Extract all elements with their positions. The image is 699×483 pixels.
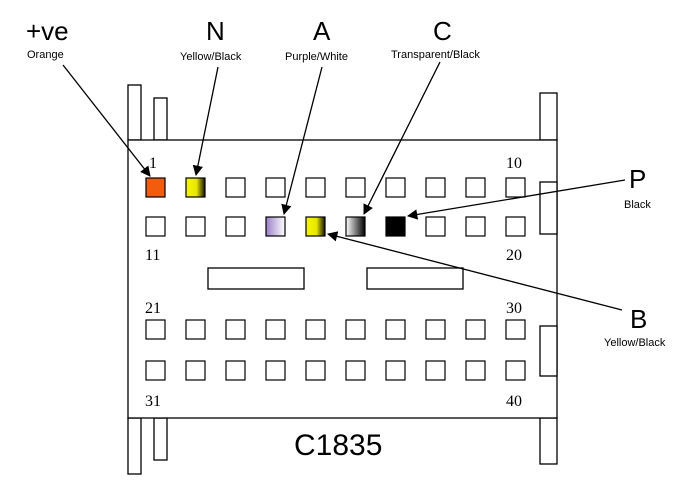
keying-slot-left (207, 267, 305, 290)
pin-37 (385, 360, 406, 381)
pin-35 (305, 360, 326, 381)
left-latch-post-bottom-inner (153, 417, 168, 461)
arrow-b (326, 231, 623, 311)
right-side-tab-upper (539, 181, 558, 235)
pin-26 (345, 319, 366, 340)
pin-number-40: 40 (506, 393, 522, 410)
pin-number-21: 21 (145, 300, 161, 317)
leader-arrows (62, 61, 626, 311)
pin-3 (225, 177, 246, 198)
pin-number-labels: 1 10 11 20 21 30 31 40 (145, 155, 522, 410)
pin-13 (225, 216, 246, 237)
pin-33 (225, 360, 246, 381)
pin-19 (465, 216, 486, 237)
wire-labels: +ve Orange N Yellow/Black A Purple/White… (26, 16, 666, 349)
pin-36 (345, 360, 366, 381)
pin-27 (385, 319, 406, 340)
wire-color-b: Yellow/Black (604, 337, 666, 349)
pin-10 (505, 177, 526, 198)
pin-24 (265, 319, 286, 340)
pin-6 (345, 177, 366, 198)
pin-30 (505, 319, 526, 340)
pin-4 (265, 177, 286, 198)
pin-38 (425, 360, 446, 381)
right-side-tab-lower (539, 325, 558, 377)
pin-21 (145, 319, 166, 340)
wire-color-pos: Orange (27, 49, 64, 61)
pin-8 (425, 177, 446, 198)
wire-letter-b: B (630, 304, 647, 334)
pin-15 (305, 216, 326, 237)
arrow-a (281, 66, 323, 216)
wire-letter-p: P (629, 164, 646, 194)
pin-16 (345, 216, 366, 237)
pin-29 (465, 319, 486, 340)
keying-slot-right (366, 267, 464, 290)
wire-letter-n: N (206, 16, 225, 46)
wire-color-p: Black (624, 199, 651, 211)
pin-32 (185, 360, 206, 381)
arrow-c (363, 61, 441, 215)
pin-17 (385, 216, 406, 237)
wire-color-n: Yellow/Black (180, 51, 242, 63)
wire-letter-a: A (313, 16, 331, 46)
pin-number-20: 20 (506, 247, 522, 264)
wire-color-a: Purple/White (285, 51, 348, 63)
arrow-pos (62, 64, 151, 177)
pin-2 (185, 177, 206, 198)
pin-34 (265, 360, 286, 381)
pin-number-31: 31 (145, 393, 161, 410)
pin-grid (145, 177, 526, 381)
pin-25 (305, 319, 326, 340)
pin-14 (265, 216, 286, 237)
pin-20 (505, 216, 526, 237)
connector-name: C1835 (294, 429, 382, 462)
latch-posts (127, 84, 558, 475)
right-latch-post-bottom (539, 417, 558, 465)
pin-31 (145, 360, 166, 381)
pin-22 (185, 319, 206, 340)
pin-number-11: 11 (145, 247, 160, 264)
pin-11 (145, 216, 166, 237)
wire-letter-c: C (433, 16, 452, 46)
left-latch-post-inner (153, 97, 168, 141)
right-latch-post (539, 92, 558, 141)
pin-18 (425, 216, 446, 237)
arrow-n (192, 66, 219, 177)
left-latch-post-bottom (127, 417, 142, 475)
pin-5 (305, 177, 326, 198)
pin-7 (385, 177, 406, 198)
wire-color-c: Transparent/Black (391, 49, 480, 61)
pin-12 (185, 216, 206, 237)
pin-9 (465, 177, 486, 198)
pin-39 (465, 360, 486, 381)
pin-number-30: 30 (506, 300, 522, 317)
pin-23 (225, 319, 246, 340)
arrow-p (406, 179, 626, 220)
pin-28 (425, 319, 446, 340)
wire-letter-pos: +ve (26, 16, 69, 46)
pin-number-1: 1 (149, 155, 157, 172)
pin-1 (145, 177, 166, 198)
left-latch-post (127, 84, 142, 141)
pin-number-10: 10 (506, 155, 522, 172)
pin-40 (505, 360, 526, 381)
